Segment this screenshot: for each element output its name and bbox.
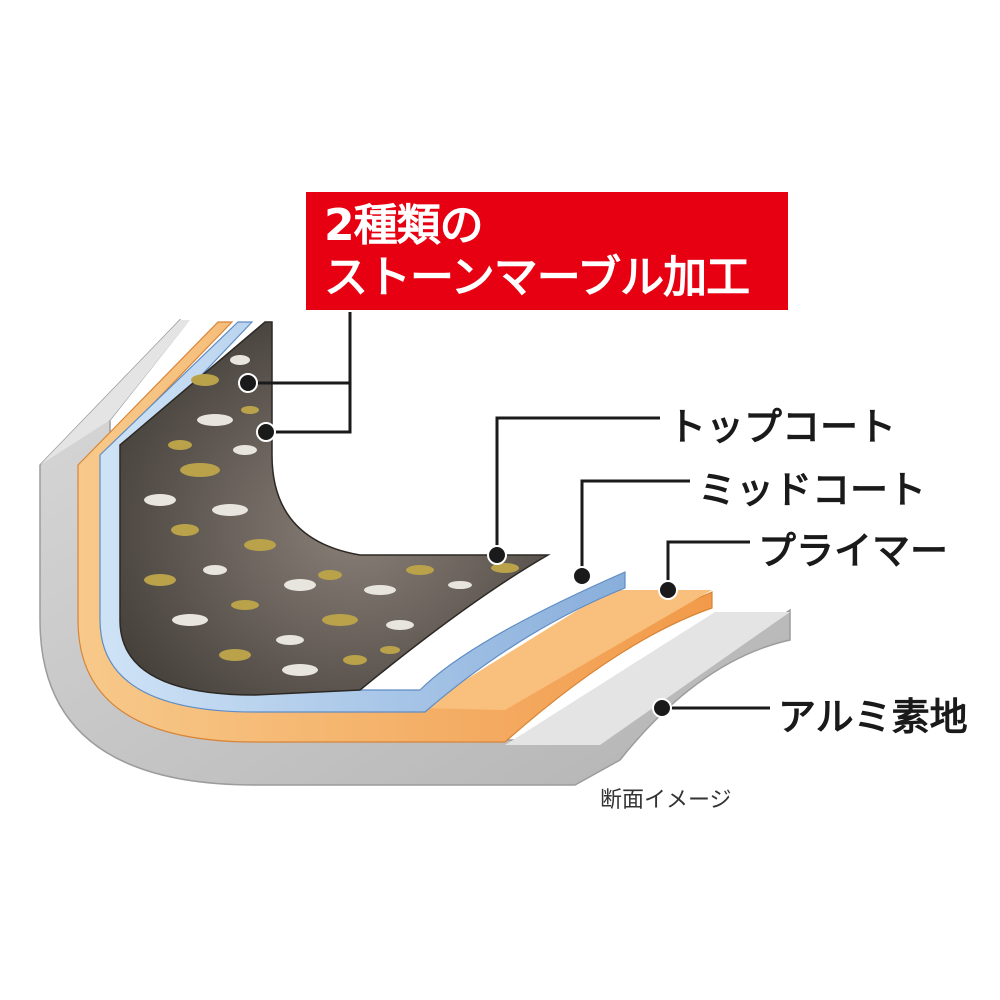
leader-dot — [572, 566, 592, 586]
leader-line — [266, 383, 352, 434]
mid-coat-label: ミッドコート — [698, 468, 927, 512]
leader-dot — [238, 373, 258, 393]
leader-dots — [238, 373, 678, 718]
leader-dot — [256, 422, 276, 442]
leader-line — [580, 479, 690, 576]
stone-marble-banner: 2種類の ストーンマーブル加工 — [306, 192, 788, 310]
leader-line — [666, 540, 750, 590]
leader-dot — [487, 545, 507, 565]
leader-line — [495, 416, 660, 555]
stone-marble-speckles — [144, 355, 519, 676]
primer-label: プライマー — [758, 529, 949, 573]
primer-top-face — [420, 590, 712, 710]
top-coat-label: トップコート — [668, 405, 897, 449]
leader-dot — [658, 580, 678, 600]
leader-lines — [248, 312, 770, 710]
top-coat-layer — [119, 321, 551, 696]
aluminum-base-label: アルミ素地 — [778, 695, 968, 739]
banner-line-1: 2種類の — [324, 200, 484, 251]
cross-section-caption: 断面イメージ — [600, 788, 732, 813]
leader-dot — [652, 698, 672, 718]
banner-line-2: ストーンマーブル加工 — [324, 252, 750, 303]
